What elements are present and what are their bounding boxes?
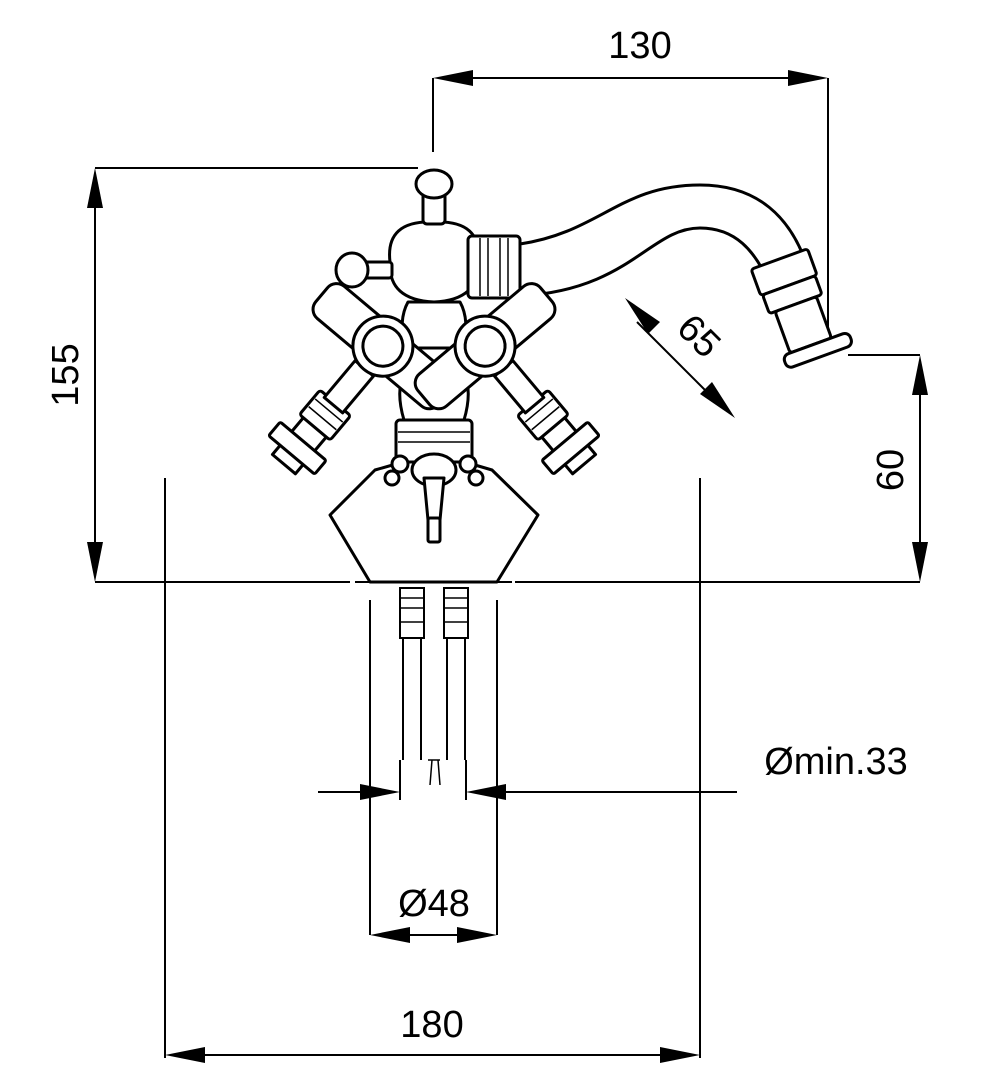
dimension-180-label: 180 [400,1004,463,1046]
shank-and-hoses [399,587,469,786]
dimension-180: 180 [164,478,701,1063]
dimension-48: Ø48 [370,883,497,943]
dimension-155-label: 155 [45,343,87,406]
dimension-60: 60 [515,354,928,583]
dimension-min-33-label: Ømin.33 [764,741,908,783]
dimension-min-33: Ømin.33 [318,600,908,935]
mixer-body [328,168,853,584]
dimension-130-label: 130 [608,25,671,67]
dimension-48-label: Ø48 [398,883,470,925]
dimension-130: 130 [432,25,829,340]
right-cross-handle [413,282,601,476]
dimension-65: 65 [625,298,735,418]
dimension-155: 155 [45,167,418,583]
dimension-65-label: 65 [669,307,729,367]
dimension-60-label: 60 [870,449,912,491]
